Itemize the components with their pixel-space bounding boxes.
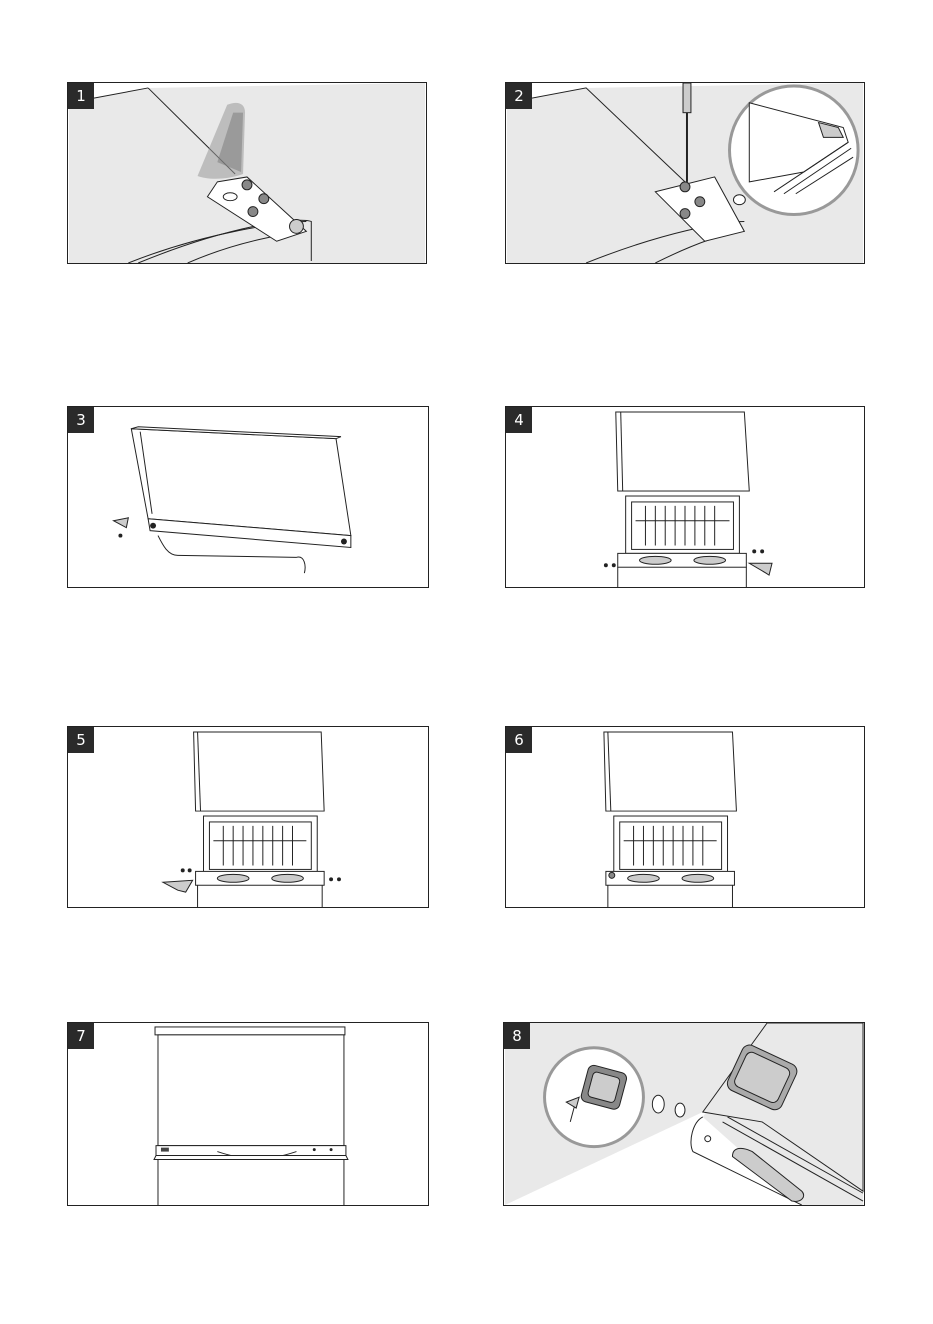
step-number: 5 — [68, 727, 94, 753]
step-8-panel: 8 — [503, 1022, 865, 1206]
step-5-panel: 5 — [67, 726, 429, 908]
step-6-panel: 6 — [505, 726, 865, 908]
step-3-panel: 3 — [67, 406, 429, 588]
step-number: 4 — [506, 407, 532, 433]
freezer-compartment-illustration — [506, 407, 864, 587]
step-2-panel: 2 — [505, 82, 865, 264]
door-reinstalled-illustration — [68, 1023, 428, 1205]
hole-cover-installation-illustration — [504, 1023, 864, 1205]
step-number: 7 — [68, 1023, 94, 1049]
hinge-relocation-illustration — [68, 727, 428, 907]
step-number: 2 — [506, 83, 532, 109]
hinge-mounted-illustration — [506, 727, 864, 907]
step-1-panel: 1 — [67, 82, 427, 264]
hinge-cover-removal-illustration — [68, 83, 426, 263]
step-number: 8 — [504, 1023, 530, 1049]
hinge-screw-removal-illustration — [506, 83, 864, 263]
step-7-panel: 7 — [67, 1022, 429, 1206]
step-number: 3 — [68, 407, 94, 433]
step-4-panel: 4 — [505, 406, 865, 588]
step-number: 6 — [506, 727, 532, 753]
door-removal-illustration — [68, 407, 428, 587]
step-number: 1 — [68, 83, 94, 109]
